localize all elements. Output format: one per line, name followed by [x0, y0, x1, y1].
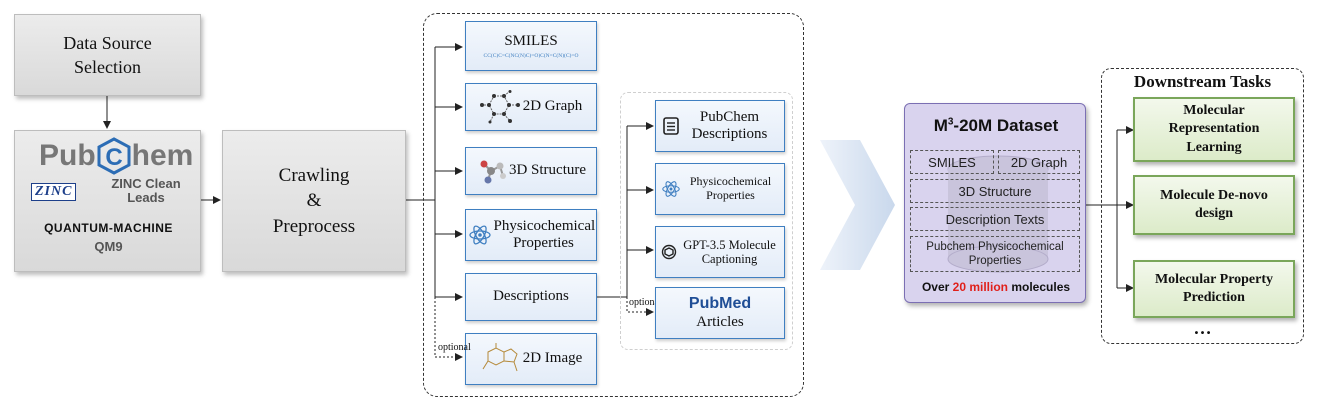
modality-physicochemical: Physicochemical Properties	[465, 209, 597, 261]
source-pubmed-articles-label: Articles	[696, 313, 744, 330]
task-representation-learning: Molecular Representation Learning	[1133, 97, 1295, 162]
atom-icon	[661, 181, 680, 197]
crawl-line-2: &	[306, 190, 322, 212]
modality-smiles-label: SMILES	[504, 32, 558, 49]
modality-2d-image: 2D Image	[465, 333, 597, 385]
modalities-container	[423, 13, 804, 397]
modality-descriptions: Descriptions	[465, 273, 597, 321]
source-pubchem-descriptions: PubChem Descriptions	[655, 100, 785, 152]
source-pubmed-articles: PubMed Articles	[655, 287, 785, 339]
dataset-cell-description-texts: Description Texts	[910, 207, 1080, 231]
dataset-title: M3-20M Dataset	[933, 116, 1059, 135]
optional-label-2d-image: optional	[438, 342, 471, 353]
data-source-selection-label: Data Source Selection	[63, 32, 152, 77]
modality-physicochemical-label: Physicochemical Properties	[493, 217, 596, 251]
ball-stick-molecule-icon	[480, 160, 506, 184]
pubmed-logo: PubMed	[688, 295, 752, 313]
downstream-ellipsis: …	[1193, 318, 1212, 338]
atom-icon	[468, 225, 491, 245]
dataset-cell-smiles: SMILES	[910, 150, 994, 174]
arrow-chevron-icon	[820, 140, 895, 270]
data-source-selection-box: Data Source Selection	[14, 14, 201, 96]
modality-descriptions-label: Descriptions	[493, 288, 569, 305]
downstream-container	[1101, 68, 1304, 344]
source-physicochemical: Physicochemical Properties	[655, 163, 785, 215]
document-icon	[662, 117, 679, 135]
source-physicochemical-label: Physicochemical Properties	[689, 174, 772, 202]
crawl-line-1: Crawling	[278, 164, 350, 186]
svg-text:C: C	[105, 144, 122, 171]
modality-smiles-string: CC(C)C=C(NC(N)C)=O)C(N=C(N)(C)=O	[483, 52, 579, 59]
modality-3d-structure: 3D Structure	[465, 147, 597, 195]
task-property-prediction: Molecular Property Prediction	[1133, 260, 1295, 318]
zinc-logo: ZINC	[31, 183, 77, 201]
dataset-footer: Over 20 million molecules	[921, 280, 1071, 294]
source-gpt-captioning-label: GPT-3.5 Molecule Captioning	[683, 237, 776, 266]
dataset-cell-3d-structure: 3D Structure	[910, 179, 1080, 203]
openai-icon	[661, 244, 676, 260]
downstream-title: Downstream Tasks	[1133, 72, 1272, 91]
molecule-sketch-icon	[482, 343, 518, 372]
optional-label-articles: optional	[629, 297, 662, 308]
dataset-cell-physicochemical: Pubchem Physicochemical Properties	[910, 236, 1080, 272]
quantum-machine-logo: QUANTUM-MACHINE	[44, 221, 173, 235]
modality-2d-image-label: 2D Image	[522, 350, 583, 367]
modality-2d-graph: 2D Graph	[465, 83, 597, 131]
task-de-novo-design: Molecule De-novo design	[1133, 175, 1295, 235]
graph-molecule-icon	[479, 90, 520, 124]
dataset-box: M3-20M Dataset SMILES 2D Graph 3D Struct…	[904, 103, 1086, 303]
dataset-footer-highlight: 20 million	[952, 280, 1008, 294]
crawl-line-3: Preprocess	[272, 215, 356, 237]
hexagon-c-icon: C	[97, 137, 131, 175]
pubchem-logo: Pub C hem	[39, 137, 193, 175]
modality-smiles: SMILES CC(C)C=C(NC(N)C)=O)C(N=C(N)(C)=O	[465, 21, 597, 71]
dataset-cell-2d-graph: 2D Graph	[998, 150, 1080, 174]
crawling-preprocess-box: Crawling & Preprocess	[222, 130, 406, 272]
source-pubchem-descriptions-label: PubChem Descriptions	[691, 108, 768, 142]
source-gpt-captioning: GPT-3.5 Molecule Captioning	[655, 226, 785, 278]
descriptions-sources-container	[620, 92, 793, 350]
qm9-label: QM9	[94, 239, 123, 254]
zinc-label: ZINC Clean Leads	[111, 176, 181, 206]
modality-2d-graph-label: 2D Graph	[522, 98, 583, 115]
data-sources-box: Pub C hem ZINC ZINC Clean Leads QUANTUM-…	[14, 130, 201, 272]
modality-3d-structure-label: 3D Structure	[508, 162, 587, 179]
